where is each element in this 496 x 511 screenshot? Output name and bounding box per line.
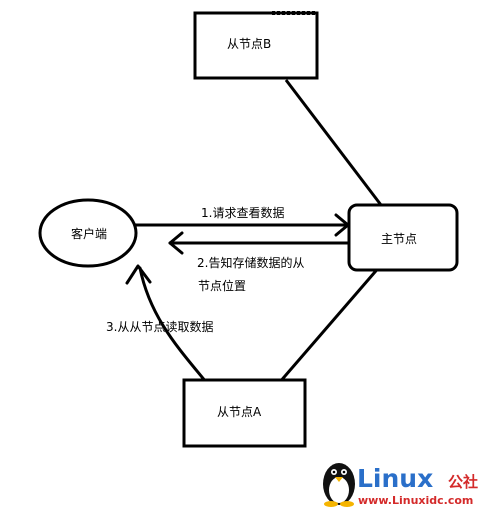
- arrow-read: [125, 264, 208, 384]
- label-step3: 3.从从节点读取数据: [106, 319, 213, 334]
- watermark-url: www.Linuxidc.com: [358, 494, 473, 507]
- label-step2-line1: 2.告知存储数据的从: [197, 255, 304, 270]
- node-master-label: 主节点: [381, 232, 417, 246]
- edge-slave-b-to-master: [284, 79, 383, 206]
- watermark-brand: Linux: [357, 464, 433, 493]
- node-master: 主节点: [347, 203, 459, 272]
- node-slave-a-label: 从节点A: [217, 405, 262, 419]
- label-step1: 1.请求查看数据: [201, 205, 284, 220]
- watermark-suffix: 公社: [448, 473, 478, 491]
- watermark: Linux 公社 www.Linuxidc.com: [323, 463, 478, 507]
- node-client-label: 客户端: [71, 226, 107, 241]
- node-slave-a: 从节点A: [182, 378, 307, 448]
- node-slave-b-label: 从节点B: [227, 37, 271, 51]
- label-step2-line2: 节点位置: [198, 278, 246, 293]
- tux-penguin-icon: [323, 463, 355, 507]
- node-client: 客户端: [38, 198, 138, 268]
- arrow-reply: [168, 231, 350, 255]
- node-slave-b: 从节点B: [193, 11, 319, 80]
- edge-master-to-slave-a: [277, 264, 383, 384]
